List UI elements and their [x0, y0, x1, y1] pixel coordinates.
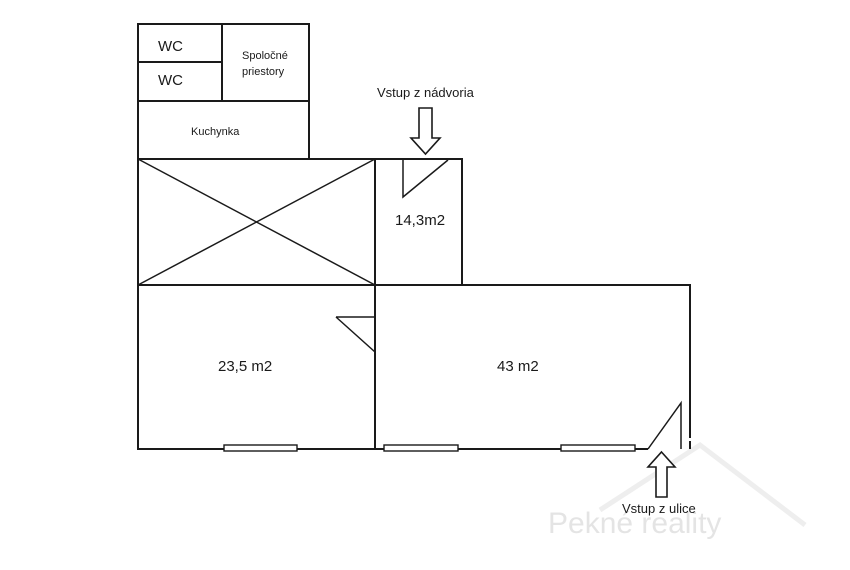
street-arrow-icon	[646, 450, 677, 498]
left-room: 23,5 m2	[137, 284, 376, 452]
small-room-door	[402, 159, 449, 199]
common-label-line-1: Spoločné	[242, 50, 288, 62]
left-room-door	[335, 316, 376, 354]
right-room-window-2	[560, 444, 636, 452]
watermark-roof-icon	[598, 441, 807, 527]
watermark: Pekné reality	[548, 441, 807, 540]
left-room-window	[223, 444, 298, 452]
wc-1-label: WC	[158, 38, 183, 55]
watermark-text: Pekné reality	[548, 507, 721, 540]
kitchen-label: Kuchynka	[191, 126, 240, 138]
common-label-line-2: priestory	[242, 66, 285, 78]
courtyard-entrance: Vstup z nádvoria	[377, 85, 475, 156]
right-room: 43 m2	[374, 284, 691, 452]
service-block: WC WC Spoločné priestory Kuchynka	[137, 23, 310, 160]
courtyard-entrance-label: Vstup z nádvoria	[377, 85, 475, 100]
small-room-area-label: 14,3m2	[395, 212, 445, 229]
void-cross-2	[137, 158, 376, 286]
courtyard-arrow-icon	[409, 107, 442, 156]
right-room-outline	[375, 284, 691, 438]
void-area	[137, 158, 376, 286]
left-room-area-label: 23,5 m2	[218, 358, 272, 375]
small-room: 14,3m2	[374, 158, 463, 286]
wc-2-label: WC	[158, 72, 183, 89]
street-entrance-label: Vstup z ulice	[622, 501, 696, 516]
street-door	[647, 400, 682, 450]
right-room-area-label: 43 m2	[497, 358, 539, 375]
street-entrance: Vstup z ulice	[622, 450, 696, 516]
right-room-window-1	[383, 444, 459, 452]
